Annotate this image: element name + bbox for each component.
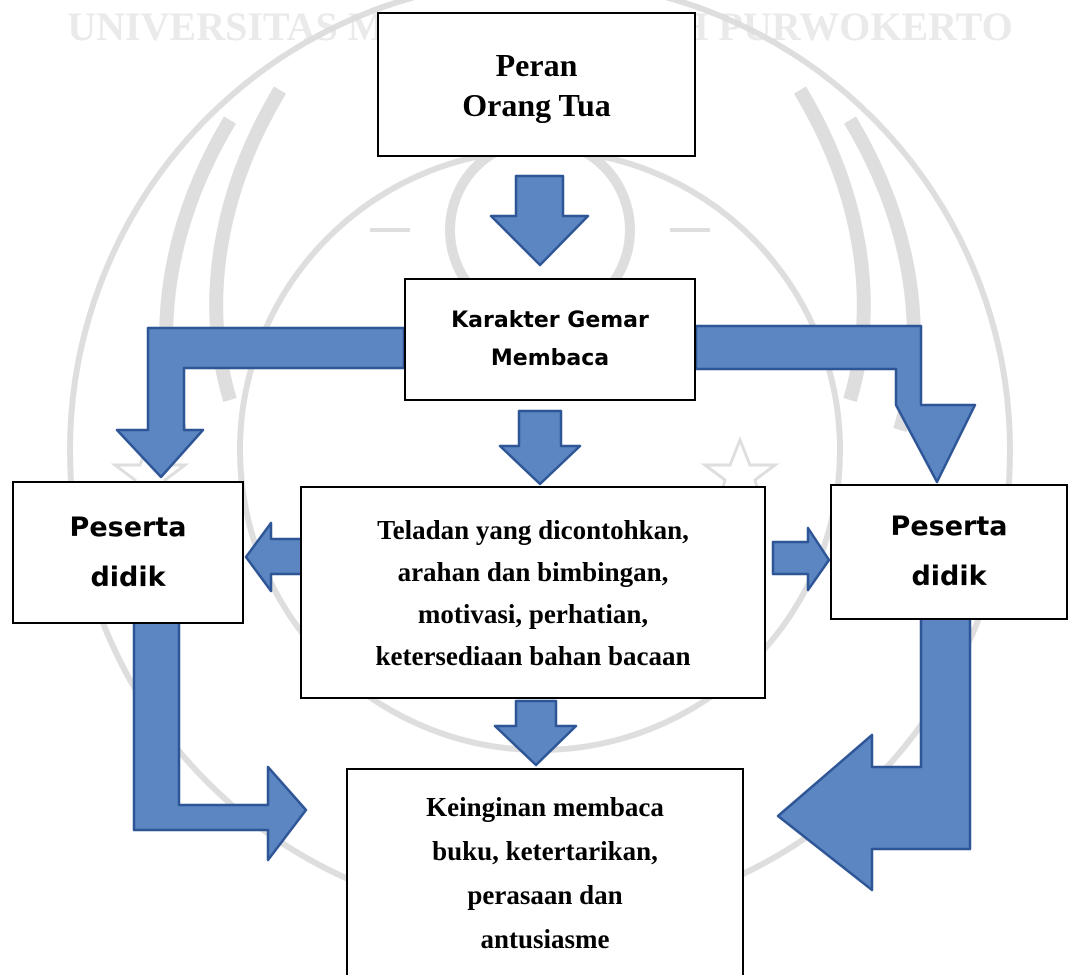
arrow-karakter-to-teladan [498,409,582,486]
arrows-group [115,174,977,892]
label-peserta-didik-right: Peserta didik [890,511,1008,592]
box-teladan: Teladan yang dicontohkan, arahan dan bim… [300,486,766,699]
arrow-teladan-to-keinginan [493,699,578,767]
arrow-peserta-right-to-keinginan [776,614,972,892]
arrow-teladan-to-peserta-right [771,526,831,592]
box-karakter-gemar-membaca: Karakter Gemar Membaca [404,278,696,401]
label-karakter-gemar-membaca: Karakter Gemar Membaca [451,307,649,371]
box-keinginan: Keinginan membaca buku, ketertarikan, pe… [346,768,744,975]
label-keinginan: Keinginan membaca buku, ketertarikan, pe… [426,791,664,954]
arrow-karakter-to-peserta-right [694,324,977,484]
box-peran-orang-tua: Peran Orang Tua [377,12,696,157]
label-peserta-didik-left: Peserta didik [69,511,187,593]
box-peserta-didik-left: Peserta didik [12,481,244,624]
arrow-karakter-to-peserta-left [115,326,406,479]
arrow-teladan-to-peserta-left [244,521,308,593]
box-peserta-didik-right: Peserta didik [830,484,1068,620]
arrow-peran-to-karakter [489,174,590,267]
label-peran-orang-tua: Peran Orang Tua [462,46,611,123]
label-teladan: Teladan yang dicontohkan, arahan dan bim… [375,514,691,671]
arrow-peserta-left-to-keinginan [132,617,308,862]
